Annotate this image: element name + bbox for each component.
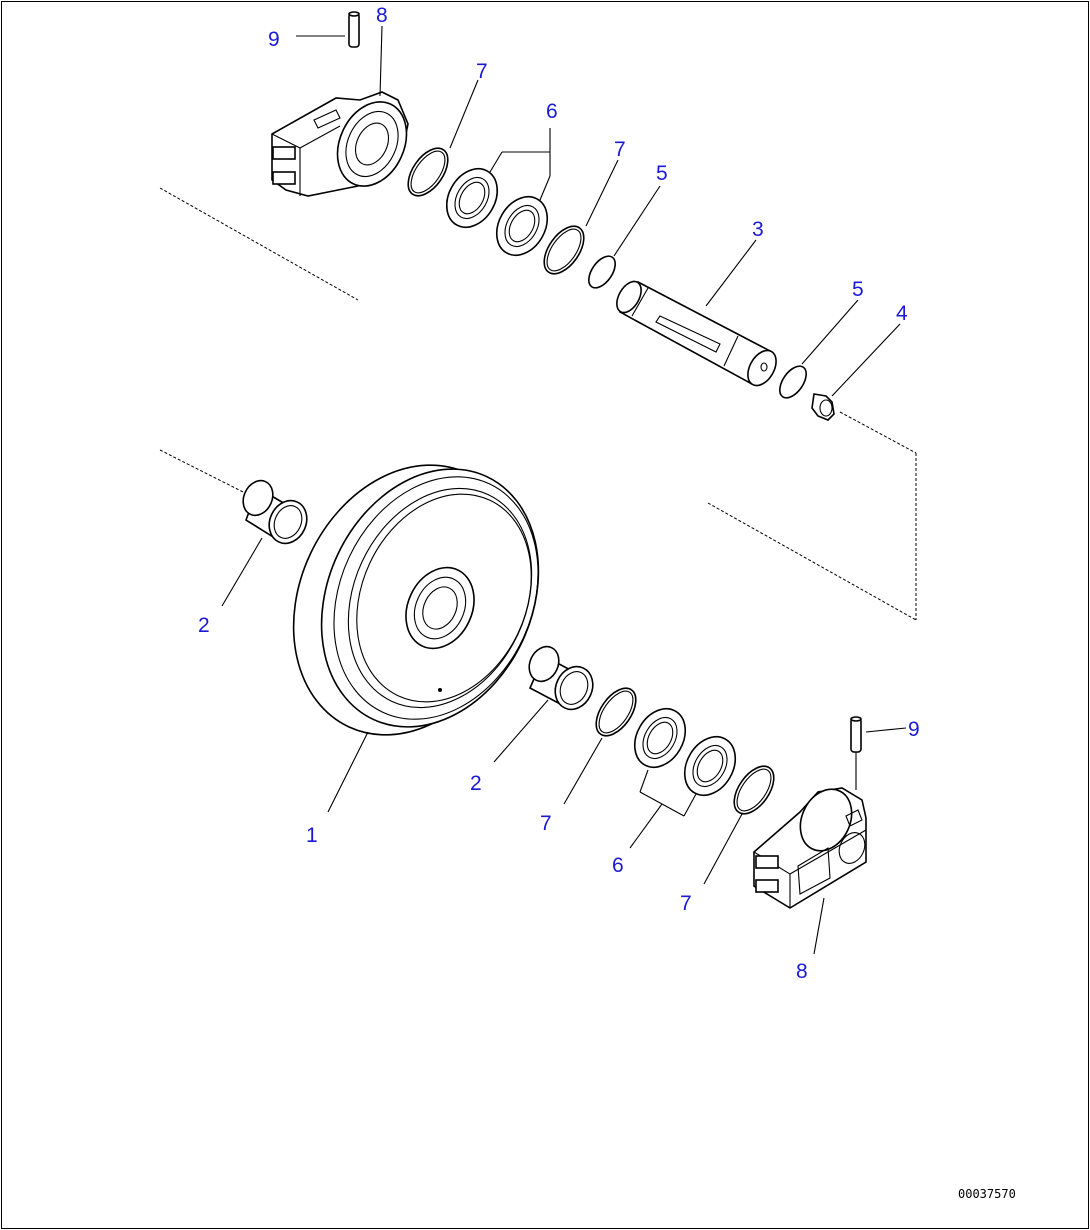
callout-7-bottom-right: 7 [680, 892, 692, 915]
o-ring-bottom-1 [595, 687, 637, 737]
callouts: 9 8 7 6 7 5 3 5 4 2 1 2 7 6 7 9 8 [198, 4, 920, 983]
callout-2-right: 2 [470, 772, 482, 795]
callout-8-top: 8 [376, 4, 388, 27]
bracket-top [271, 91, 409, 197]
bracket-bottom [753, 787, 867, 909]
callout-5-right: 5 [852, 278, 864, 301]
callout-5-top: 5 [656, 162, 668, 185]
bushing-right [528, 645, 594, 711]
document-number: 00037570 [958, 1187, 1016, 1201]
shaft [616, 280, 777, 387]
o-ring-top-1 [407, 147, 449, 197]
callout-9-top: 9 [268, 28, 280, 51]
callout-8-bottom: 8 [796, 960, 808, 983]
callout-6-bottom: 6 [612, 854, 624, 877]
callout-7-top-right: 7 [614, 138, 626, 161]
floating-seal-top-2 [495, 195, 549, 257]
callout-7-top-left: 7 [476, 60, 488, 83]
pin-bottom [850, 716, 862, 753]
floating-seal-top-1 [445, 167, 499, 229]
callout-7-bottom-left: 7 [540, 812, 552, 835]
callout-9-bottom: 9 [908, 718, 920, 741]
pin-top [348, 11, 360, 48]
callout-3: 3 [752, 218, 764, 241]
callout-2-left: 2 [198, 614, 210, 637]
small-o-ring-top [588, 255, 616, 289]
axis-lines [159, 187, 917, 621]
callout-1: 1 [306, 824, 318, 847]
idler-wheel [292, 464, 540, 736]
bushing-left [242, 479, 308, 545]
callout-6-top: 6 [546, 100, 558, 123]
plug [811, 393, 835, 421]
callout-4: 4 [896, 302, 908, 325]
floating-seal-bottom-1 [633, 707, 687, 769]
floating-seal-bottom-2 [683, 735, 737, 797]
small-o-ring-right [779, 365, 807, 399]
o-ring-top-2 [543, 225, 585, 275]
o-ring-bottom-2 [733, 765, 775, 815]
leader-lines [221, 25, 907, 955]
